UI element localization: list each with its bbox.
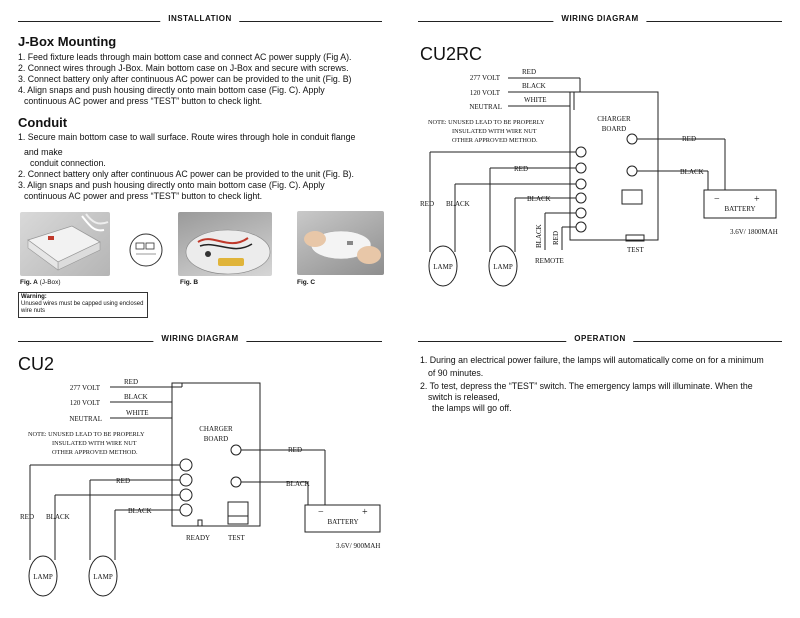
cu2-wire-red: RED	[124, 378, 138, 386]
cu2rc-note-1: NOTE: UNUSED LEAD TO BE PROPERLY	[428, 119, 545, 126]
cu2-note-1: NOTE: UNUSED LEAD TO BE PROPERLY	[28, 431, 145, 438]
cu2rc-header-label: WIRING DIAGRAM	[553, 14, 647, 23]
cu2-batt-red: RED	[288, 446, 302, 454]
fig-c-photo	[297, 211, 384, 275]
cu2-wire-white: WHITE	[126, 409, 149, 417]
jbox-title: J-Box Mounting	[18, 34, 117, 49]
cu2rc-lamp2-red: RED	[514, 165, 528, 173]
fig-b-inset	[124, 232, 168, 268]
cu2rc-wire-white: WHITE	[524, 96, 547, 104]
cu2-lamp1-red: RED	[20, 513, 34, 521]
warning-title: Warning:	[21, 294, 47, 300]
cu2rc-note-3: OTHER APPROVED METHOD.	[452, 137, 538, 144]
cu2rc-lamp-1: LAMP	[433, 263, 453, 271]
cu2-lamp-1: LAMP	[33, 573, 53, 581]
cu2-note-3: OTHER APPROVED METHOD.	[52, 449, 138, 456]
cu2rc-remote-label: REMOTE	[535, 257, 564, 265]
cu2-header: WIRING DIAGRAM	[18, 334, 382, 348]
fig-b-caption: Fig. B	[180, 279, 199, 286]
fig-b-photo	[178, 212, 272, 276]
cu2rc-charger-1: CHARGER	[597, 115, 631, 123]
cu2rc-neutral-label: NEUTRAL	[469, 103, 502, 111]
conduit-step-1-cont: and make	[24, 147, 63, 157]
cu2rc-title: CU2RC	[420, 44, 483, 64]
operation-header-label: OPERATION	[566, 334, 634, 343]
conduit-title: Conduit	[18, 115, 68, 130]
cu2-120-label: 120 VOLT	[70, 399, 101, 407]
cu2-lamp-2: LAMP	[93, 573, 113, 581]
jbox-step-3: 3. Connect battery only after continuous…	[18, 74, 352, 84]
operation-header: OPERATION	[418, 334, 782, 348]
cu2-277-label: 277 VOLT	[70, 384, 101, 392]
cu2rc-note-2: INSULATED WITH WIRE NUT	[452, 128, 537, 135]
operation-line-2-cont2: the lamps will go off.	[432, 403, 512, 413]
cu2rc-batt-red: RED	[682, 135, 696, 143]
cu2rc-lamp1-black: BLACK	[446, 200, 470, 208]
cu2-plus: +	[362, 507, 368, 518]
cu2rc-lamp1-red: RED	[420, 200, 434, 208]
cu2rc-batt-black: BLACK	[680, 168, 704, 176]
cu2rc-battery-label: BATTERY	[724, 205, 755, 213]
cu2rc-lamp-2: LAMP	[493, 263, 513, 271]
cu2-lamp1-black: BLACK	[46, 513, 70, 521]
cu2rc-wire-black: BLACK	[522, 82, 546, 90]
operation-line-1: 1. During an electrical power failure, t…	[420, 355, 764, 365]
cu2rc-rating: 3.6V/ 1800MAH	[730, 228, 778, 236]
jbox-step-4-cont: continuous AC power and press “TEST” but…	[24, 96, 263, 106]
cu2-test-label: TEST	[228, 534, 245, 542]
conduit-step-3-cont: continuous AC power and press “TEST” but…	[24, 191, 263, 201]
cu2-battery-label: BATTERY	[327, 518, 358, 526]
cu2rc-remote-red: RED	[552, 231, 560, 245]
cu2rc-remote-black: BLACK	[535, 224, 543, 248]
jbox-step-1: 1. Feed fixture leads through main botto…	[18, 52, 352, 62]
cu2rc-120-label: 120 VOLT	[470, 89, 501, 97]
cu2-charger-1: CHARGER	[199, 425, 233, 433]
cu2rc-test-label: TEST	[627, 246, 644, 254]
cu2rc-wire-red: RED	[522, 68, 536, 76]
jbox-step-4: 4. Align snaps and push housing directly…	[18, 85, 325, 95]
fig-c-caption: Fig. C	[297, 279, 316, 286]
conduit-step-3: 3. Align snaps and push housing directly…	[18, 180, 325, 190]
cu2-minus: −	[318, 507, 324, 518]
cu2-header-label: WIRING DIAGRAM	[153, 334, 247, 343]
cu2rc-277-label: 277 VOLT	[470, 74, 501, 82]
fig-a-caption: Fig. A (J-Box)	[20, 279, 61, 286]
operation-line-2: 2. To test, depress the “TEST” switch. T…	[420, 381, 753, 391]
cu2-batt-black: BLACK	[286, 480, 310, 488]
cu2-note-2: INSULATED WITH WIRE NUT	[52, 440, 137, 447]
cu2rc-lamp2-black: BLACK	[527, 195, 551, 203]
fig-a-photo	[20, 212, 110, 276]
warning-box: Warning: Unused wires must be capped usi…	[18, 292, 148, 318]
cu2rc-charger-2: BOARD	[602, 125, 627, 133]
jbox-step-2: 2. Connect wires through J-Box. Main bot…	[18, 63, 349, 73]
cu2rc-minus: −	[714, 194, 720, 205]
cu2-title: CU2	[18, 354, 55, 374]
operation-line-1-cont: of 90 minutes.	[428, 368, 484, 378]
cu2-charger-2: BOARD	[204, 435, 229, 443]
warning-text: Unused wires must be capped using enclos…	[21, 301, 144, 314]
cu2-lamp2-red: RED	[116, 477, 130, 485]
cu2-rating: 3.6V/ 900MAH	[336, 542, 380, 550]
fig-a-caption-rest: (J-Box)	[37, 279, 61, 286]
cu2-neutral-label: NEUTRAL	[69, 415, 102, 423]
cu2rc-plus: +	[754, 194, 760, 205]
conduit-step-2: 2. Connect battery only after continuous…	[18, 169, 354, 179]
installation-header: INSTALLATION	[18, 14, 382, 28]
cu2-ready-label: READY	[186, 534, 210, 542]
cu2-lamp2-black: BLACK	[128, 507, 152, 515]
cu2rc-header: WIRING DIAGRAM	[418, 14, 782, 28]
conduit-step-1: 1. Secure main bottom case to wall surfa…	[18, 132, 356, 142]
installation-header-label: INSTALLATION	[160, 14, 240, 23]
cu2-wire-black: BLACK	[124, 393, 148, 401]
operation-line-2-cont: switch is released,	[428, 392, 500, 402]
conduit-step-1-cont2: conduit connection.	[30, 158, 106, 168]
fig-a-caption-bold: Fig. A	[20, 279, 38, 286]
